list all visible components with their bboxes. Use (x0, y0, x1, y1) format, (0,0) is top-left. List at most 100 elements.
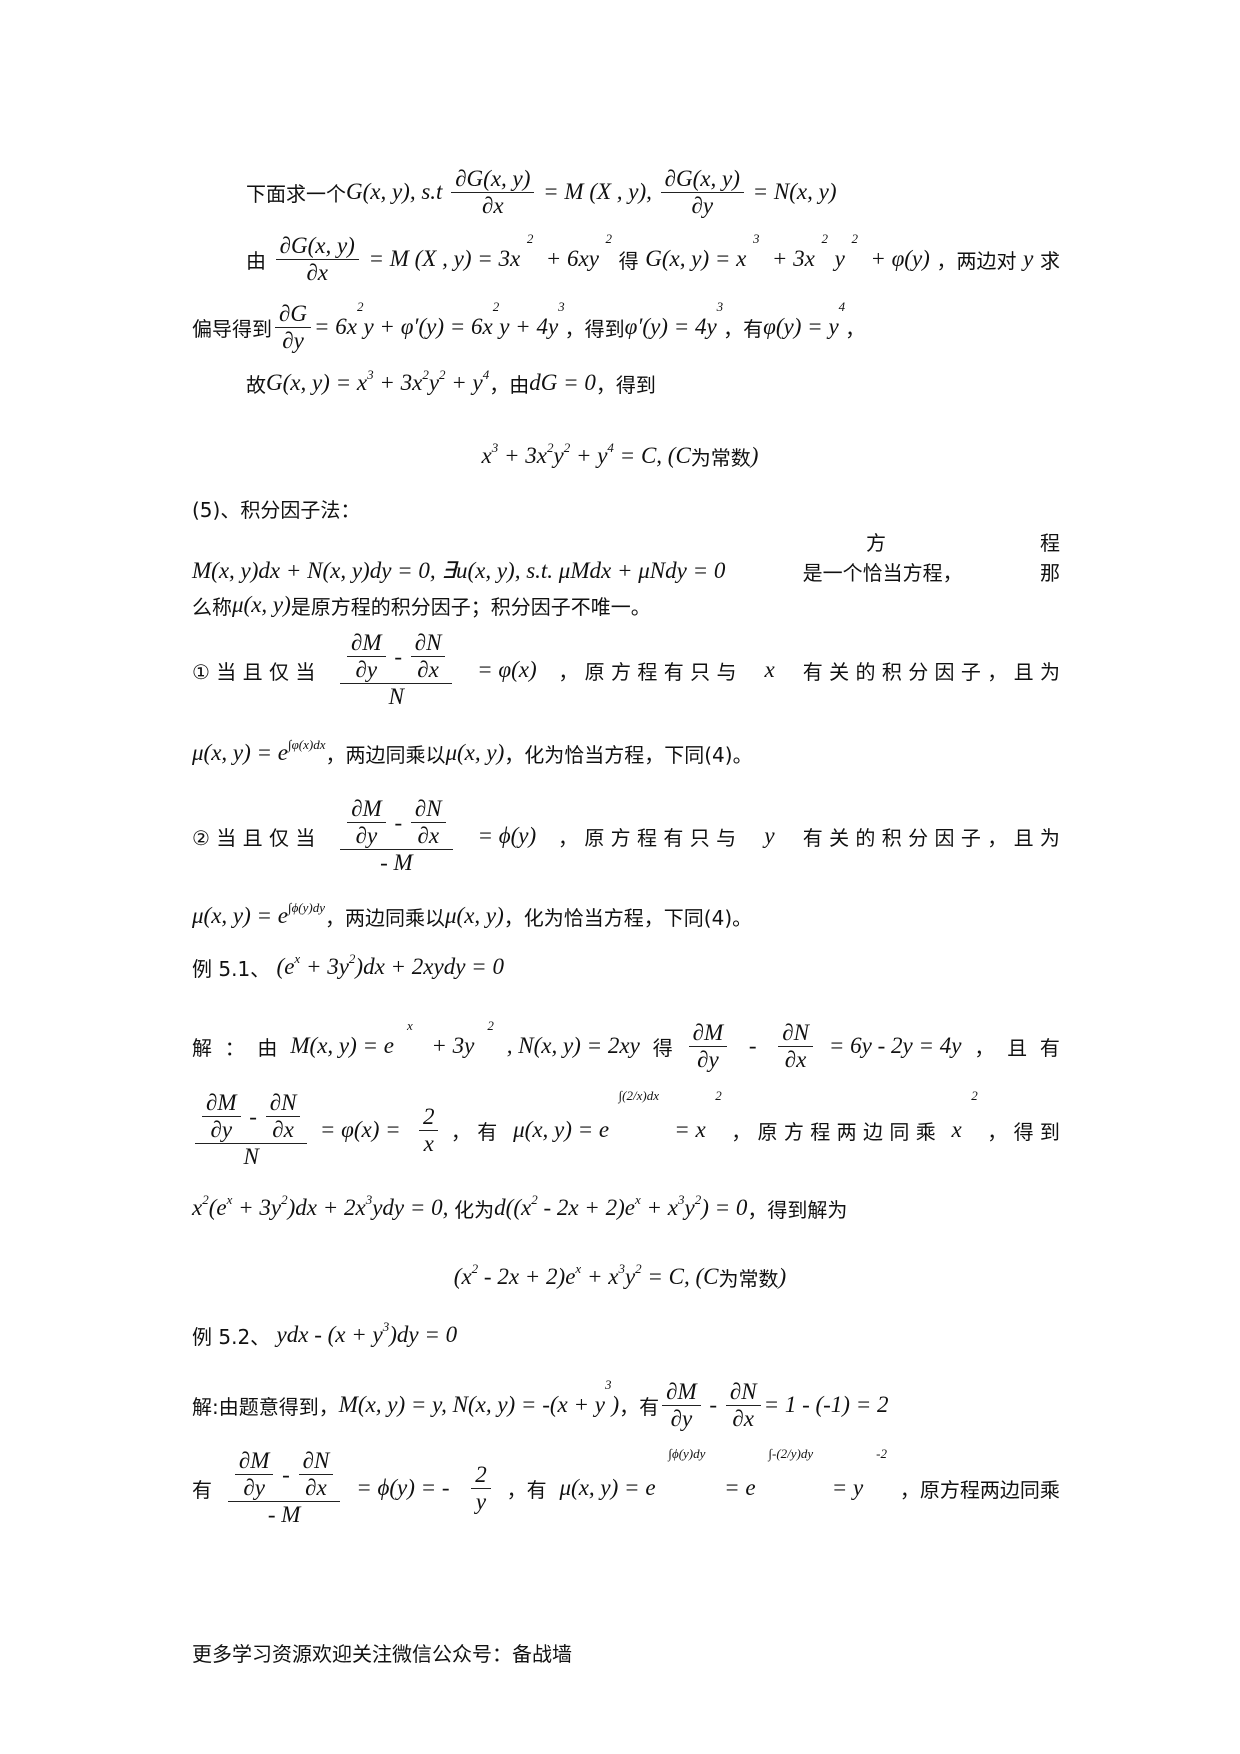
chinese-text: ，有 (619, 1394, 660, 1419)
math-text: )dx + 2x (287, 1195, 366, 1220)
math-text: + x (640, 1195, 678, 1220)
math-text: y (428, 370, 440, 395)
chinese-text: 方 (866, 530, 886, 555)
math-text: x (192, 1195, 203, 1220)
math-text: x (423, 1130, 434, 1156)
fraction: ∂N∂x (265, 1090, 301, 1143)
superscript: 2 (635, 1260, 642, 1276)
superscript: 2 (851, 230, 858, 246)
math-text: - (743, 1033, 763, 1058)
superscript: 2 (202, 1191, 209, 1207)
fraction: ∂N∂x (410, 796, 446, 849)
math-text: dG = 0 (529, 370, 596, 395)
denominator: ∂x (301, 1475, 331, 1501)
chinese-text: 是一个恰当方程， (802, 560, 963, 585)
superscript: 4 (607, 439, 614, 455)
numerator: ∂M∂y - ∂N∂x (340, 796, 453, 850)
chinese-text: 为常数 (718, 1266, 779, 1291)
chinese-text: ，得到 (564, 316, 625, 341)
denominator: N (240, 1144, 263, 1170)
math-text: μ(x, y) = e (192, 903, 289, 928)
denominator: ∂x (728, 1406, 758, 1432)
superscript: ∫φ(x)dx (288, 736, 326, 752)
numerator: ∂G(x, y) (275, 233, 359, 260)
math-text: y + φ′(y) = 6x (363, 314, 493, 339)
math-text: y (553, 443, 564, 468)
superscript: 2 (694, 1191, 702, 1207)
math-text: - M (267, 1502, 301, 1527)
fraction: ∂G(x, y)∂y (660, 166, 744, 219)
chinese-text: ， 原 方 程 两 边 同 乘 (731, 1119, 943, 1144)
denominator: ∂y (239, 1475, 269, 1501)
numerator: 2 (471, 1462, 491, 1489)
numerator: ∂M∂y - ∂N∂x (195, 1090, 308, 1144)
superscript: 2 (356, 298, 364, 314)
math-text: ∂y (243, 1475, 265, 1500)
chinese-text: 为常数 (690, 445, 751, 470)
superscript: 2 (281, 1191, 288, 1207)
superscript: x (294, 950, 301, 966)
text-line: 方程 (866, 527, 1060, 556)
math-text: = φ(x) = (319, 1117, 407, 1142)
numerator: ∂M (347, 630, 386, 657)
text-line: M(x, y)dx + N(x, y)dy = 0, ∃u(x, y), s.t… (192, 557, 1060, 586)
text-line: (5)、积分因子法： (192, 494, 360, 523)
superscript: 3 (367, 366, 374, 382)
superscript: 2 (971, 1088, 978, 1103)
chinese-text: (5)、积分因子法： (192, 497, 361, 522)
math-text: - (388, 809, 408, 835)
math-text: y (834, 246, 845, 271)
math-text: μ(x, y) (232, 592, 291, 617)
chinese-text: ，化为恰当方程，下同(4)。 (503, 905, 753, 930)
math-text: y (684, 1195, 695, 1220)
superscript: 2 (492, 298, 500, 314)
math-text: + 6xy (539, 246, 599, 271)
numerator: ∂G(x, y) (451, 166, 535, 193)
math-text: + 3y (232, 1195, 282, 1220)
superscript: x (634, 1191, 641, 1207)
superscript: ∫(2/x)dx (618, 1088, 659, 1103)
superscript: x (226, 1191, 233, 1207)
superscript: ∫-(2/y)dy (768, 1446, 814, 1461)
math-text: (e (276, 954, 295, 979)
math-text: ∂N (729, 1378, 757, 1404)
numerator: ∂M (688, 1020, 728, 1047)
denominator: ∂x (478, 193, 508, 219)
superscript: 2 (348, 950, 356, 966)
math-text: = 6y - 2y = 4y (828, 1033, 962, 1058)
math-text: ∂y (282, 327, 304, 353)
math-text: ∂x (417, 657, 439, 682)
math-text: 2 (422, 1103, 435, 1129)
chinese-text: 由 (246, 248, 266, 273)
denominator: x (420, 1131, 438, 1157)
math-text: + y (445, 370, 483, 395)
math-text: ∂x (732, 1405, 754, 1431)
math-text: + 3y (300, 954, 349, 979)
fraction: ∂M∂y (347, 796, 386, 849)
denominator: ∂y (352, 823, 382, 849)
denominator: ∂y (687, 193, 717, 219)
math-text: = N(x, y) (746, 179, 837, 204)
math-text: y (764, 823, 775, 848)
chinese-text: ，有 (723, 316, 764, 341)
math-text: N (243, 1144, 259, 1169)
numerator: 2 (418, 1103, 439, 1131)
numerator: ∂N (298, 1448, 334, 1475)
math-text: - 2x + 2)e (478, 1264, 576, 1289)
superscript: 2 (526, 230, 534, 246)
superscript: 3 (752, 230, 760, 246)
math-text: μ(x, y) (445, 740, 505, 765)
math-text: )dx + 2xydy = 0 (355, 954, 504, 979)
chinese-text: 偏导得到 (192, 316, 272, 341)
math-text: ∂G (279, 300, 307, 326)
superscript: 3 (365, 1191, 373, 1207)
chinese-text: ，由 (489, 372, 530, 397)
fraction: ∂M∂y (662, 1379, 701, 1432)
math-text: ∂x (306, 259, 329, 285)
math-text: + y (570, 443, 608, 468)
